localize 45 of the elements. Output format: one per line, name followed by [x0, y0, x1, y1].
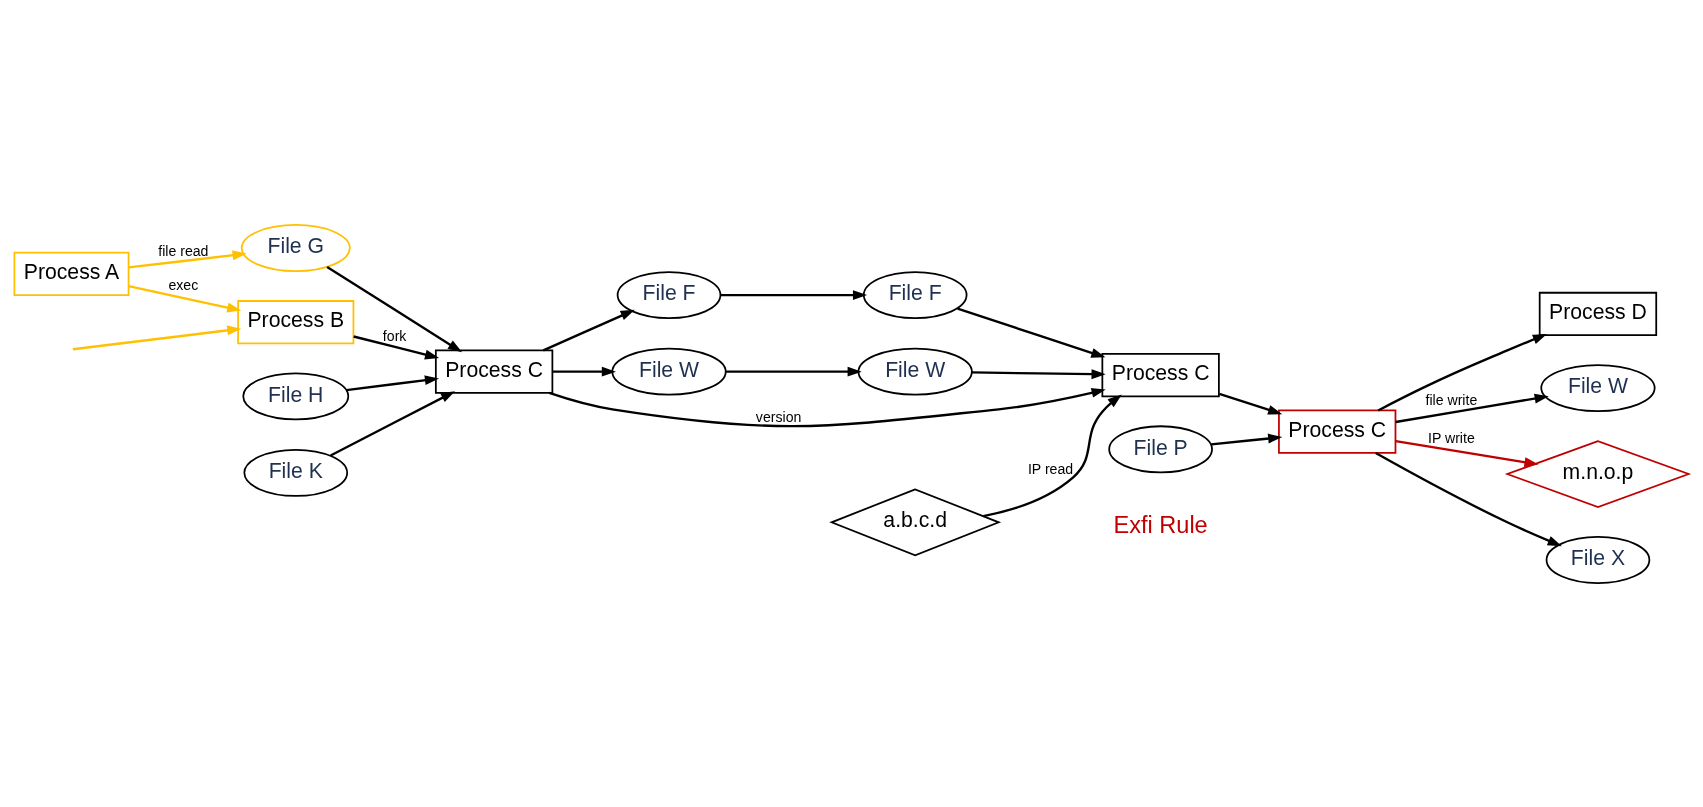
- node-diamond: a.b.c.d: [829, 487, 1002, 556]
- edge-label: version: [755, 408, 802, 425]
- edge-label: fork: [382, 327, 407, 344]
- arrow: [971, 368, 1106, 379]
- arrow: [72, 324, 242, 350]
- edge-label: IP read: [1027, 460, 1074, 477]
- node-ellipse: File G: [240, 223, 351, 272]
- node-box: Process D: [1538, 291, 1658, 336]
- arrow: [957, 307, 1106, 358]
- node-box: Process C: [1278, 409, 1397, 454]
- node-ellipse: File K: [243, 448, 349, 497]
- arrow: [1395, 393, 1549, 423]
- edge-label: IP write: [1428, 429, 1475, 446]
- arrow: [1395, 439, 1539, 467]
- node-box: Process C: [1101, 352, 1220, 397]
- arrow: [128, 284, 242, 312]
- node-ellipse: File P: [1108, 424, 1213, 473]
- arrow: [1375, 451, 1562, 546]
- arrow: [330, 390, 456, 456]
- node-ellipse: File W: [1540, 363, 1656, 412]
- arrow: [552, 366, 616, 377]
- node-ellipse: File F: [862, 270, 968, 319]
- node-box: Process A: [13, 251, 130, 296]
- node-box: Process B: [237, 299, 355, 344]
- arrow: [1377, 333, 1547, 411]
- node-box: Process C: [434, 349, 554, 394]
- arrow: [1211, 433, 1283, 445]
- node-ellipse: File W: [857, 347, 973, 396]
- node-ellipse: File H: [242, 371, 350, 420]
- arrow: [542, 309, 635, 351]
- arrow: [725, 366, 862, 377]
- node-ellipse: File W: [611, 347, 727, 396]
- arrow: [326, 265, 463, 352]
- label: Exfi Rule: [1113, 511, 1208, 538]
- edge-label: exec: [168, 276, 199, 293]
- node-diamond: m.n.o.p: [1504, 439, 1692, 508]
- edge-label: file read: [158, 242, 209, 259]
- arrow: [983, 394, 1122, 517]
- arrow: [548, 387, 1106, 427]
- arrow: [128, 249, 247, 269]
- arrow: [720, 289, 868, 300]
- arrow: [1218, 392, 1283, 415]
- arrow: [353, 334, 440, 359]
- edge-label: file write: [1425, 391, 1478, 408]
- arrow: [346, 374, 439, 391]
